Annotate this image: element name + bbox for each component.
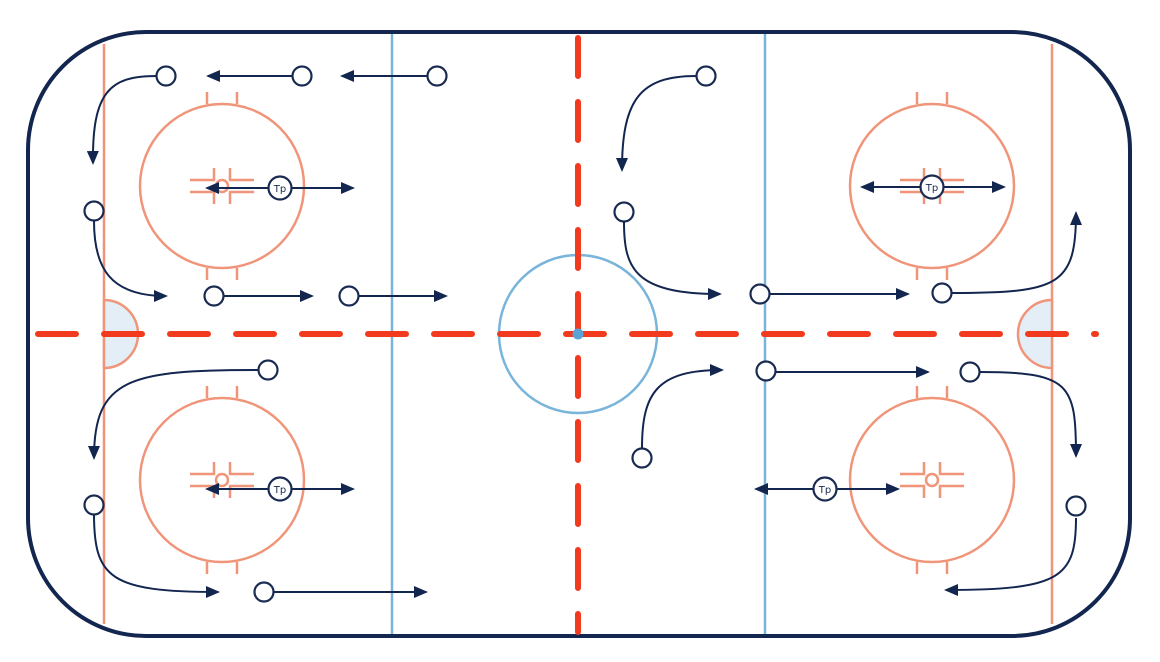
tp-label: Tp: [925, 183, 938, 194]
arrow: [951, 211, 1082, 294]
arrow: [979, 371, 1082, 458]
arrow: [641, 364, 724, 449]
tp-label: Tp: [273, 485, 286, 496]
arrow: [944, 517, 1077, 596]
player-circle-icon: [203, 285, 225, 307]
arrow: [93, 513, 220, 598]
player-circle-icon: [1065, 495, 1087, 517]
tp-player-top-left: Tp: [267, 175, 293, 201]
faceoff-circle-bottom-right: [848, 386, 1016, 574]
tp-label: Tp: [818, 485, 831, 496]
player-circle-icon: [338, 285, 360, 307]
player-circle-icon: [959, 361, 981, 383]
player-circle-icon: [257, 359, 279, 381]
players: [83, 65, 1087, 603]
player-circle-icon: [155, 65, 177, 87]
faceoff-circles: [138, 92, 1016, 574]
player-circle-icon: [755, 360, 777, 382]
tp-player-bottom-left: Tp: [267, 476, 293, 502]
arrow: [93, 220, 168, 302]
player-circle-icon: [83, 200, 105, 222]
player-circle-icon: [749, 283, 771, 305]
arrow: [616, 75, 697, 172]
player-circle-icon: [931, 282, 953, 304]
movement-arrows: [86, 70, 1082, 598]
player-circle-icon: [253, 581, 275, 603]
player-circle-icon: [83, 494, 105, 516]
tp-player-bottom-right: Tp: [812, 476, 838, 502]
arrow: [88, 369, 259, 460]
player-circle-icon: [631, 447, 653, 469]
player-circle-icon: [695, 65, 717, 87]
center-faceoff-dot: [572, 328, 584, 340]
tp-player-top-right: Tp: [919, 174, 945, 200]
player-circle-icon: [426, 65, 448, 87]
arrow: [86, 75, 157, 165]
player-circle-icon: [291, 65, 313, 87]
player-circle-icon: [613, 201, 635, 223]
arrow: [623, 221, 722, 300]
tp-label: Tp: [273, 184, 286, 195]
